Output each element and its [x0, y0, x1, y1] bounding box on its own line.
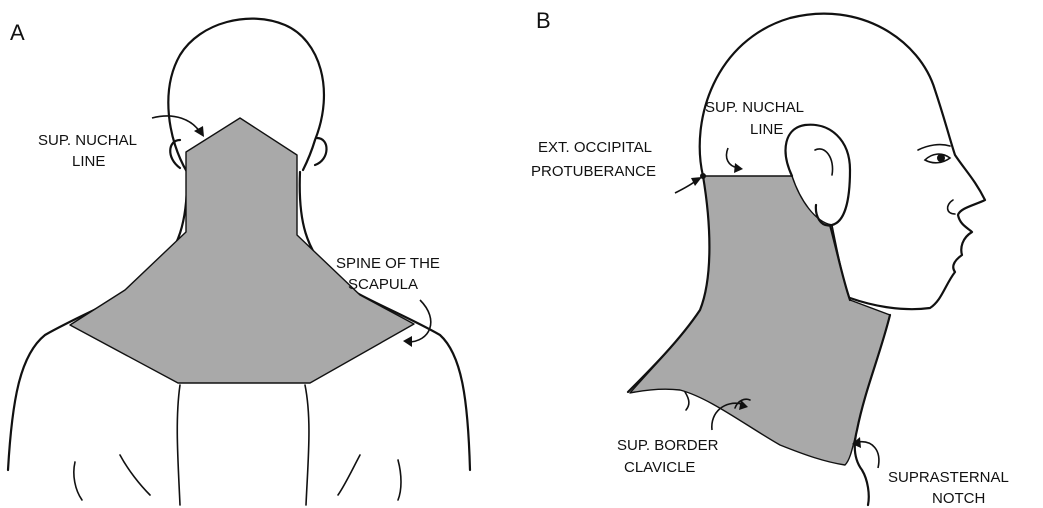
panel-b-clavicle-label-1: SUP. BORDER	[617, 437, 719, 454]
panel-b-letter: B	[536, 8, 551, 33]
panel-a-shaded-region	[70, 118, 414, 383]
panel-b-clavicle-label-2: CLAVICLE	[624, 459, 695, 476]
panel-b-ext-occipital-label-2: PROTUBERANCE	[531, 163, 656, 180]
panel-b-suprasternal-label-2: NOTCH	[932, 490, 985, 507]
panel-b-clavicle-mark	[685, 392, 689, 410]
panel-a: A SUP. NUCHAL LINE SPINE OF THE SCAPULA	[8, 19, 470, 505]
panel-b-sup-nuchal-label-1: SUP. NUCHAL	[705, 99, 804, 116]
panel-b-nostril	[948, 200, 955, 214]
panel-a-spine-label-1: SPINE OF THE	[336, 255, 440, 272]
panel-b-sup-nuchal-arrowhead	[734, 163, 743, 173]
panel-b-suprasternal-arrow	[858, 442, 879, 468]
panel-a-sup-nuchal-label-1: SUP. NUCHAL	[38, 132, 137, 149]
panel-a-back-line	[120, 455, 150, 495]
panel-b-ext-occipital-arrowhead	[691, 177, 702, 186]
panel-a-sup-nuchal-arrow	[152, 116, 200, 132]
panel-b-shaded-region	[630, 176, 890, 465]
panel-a-back-line	[74, 462, 82, 500]
panel-a-back-line	[177, 385, 180, 505]
panel-a-sup-nuchal-label-2: LINE	[72, 153, 105, 170]
panel-a-spine-label-2: SCAPULA	[348, 276, 418, 293]
panel-b-ear-inner	[815, 149, 833, 175]
panel-a-back-line	[398, 460, 401, 500]
panel-b-eye-pupil	[937, 154, 945, 162]
panel-b-suprasternal-label-1: SUPRASTERNAL	[888, 469, 1009, 486]
panel-a-spine-arrowhead	[403, 336, 412, 347]
panel-a-back-line	[305, 385, 309, 505]
panel-b-eyebrow	[918, 145, 950, 150]
panel-a-letter: A	[10, 20, 25, 45]
panel-b-ext-occipital-label-1: EXT. OCCIPITAL	[538, 139, 652, 156]
panel-a-back-line	[338, 455, 360, 495]
panel-a-right-ear	[315, 138, 327, 165]
panel-b: B EXT. OCCIPITAL PROTUBERANCE SUP. NUCHA…	[531, 8, 1009, 507]
panel-b-sup-nuchal-label-2: LINE	[750, 121, 783, 138]
